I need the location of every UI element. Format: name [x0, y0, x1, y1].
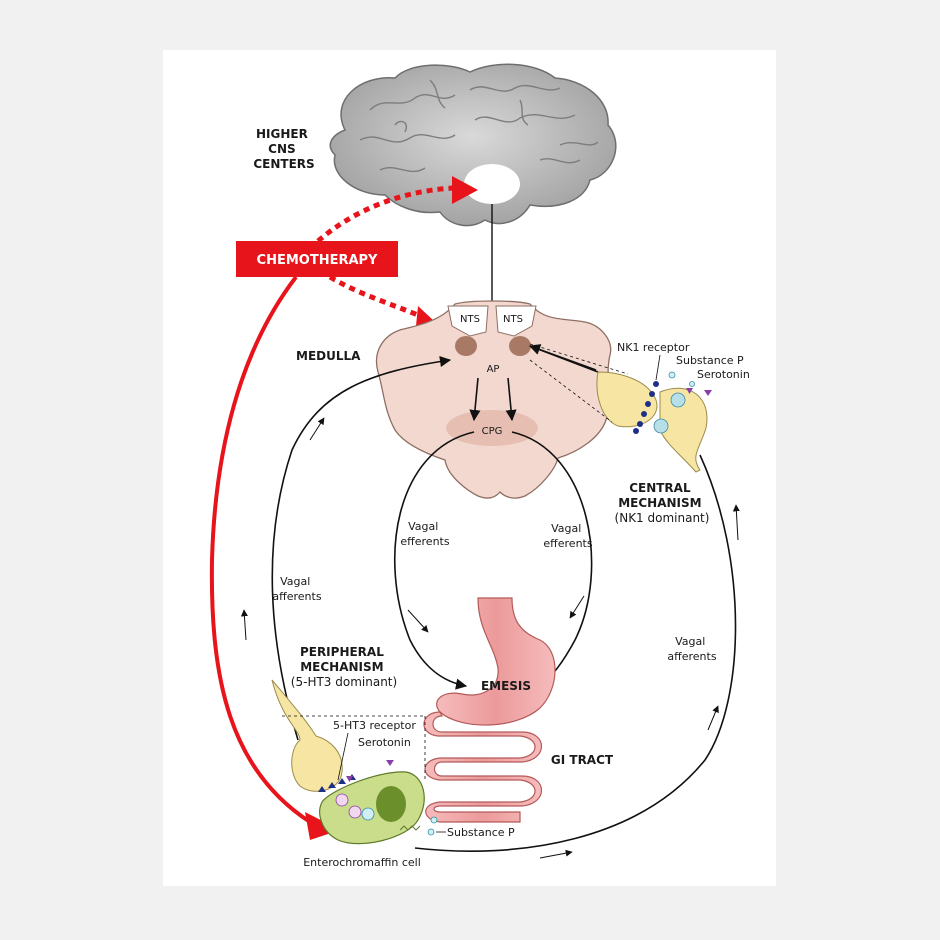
vagal-afferents-left-label: Vagal afferents	[272, 575, 321, 603]
ap-to-cpg-arrow-left	[469, 377, 481, 422]
serotonin-bottom-molecule	[386, 760, 394, 766]
ap-to-cpg-arrow-right	[505, 377, 517, 422]
enterochromaffin-cell	[319, 771, 425, 845]
nts-right-label: NTS	[503, 314, 523, 325]
cpg-label: CPG	[482, 426, 503, 437]
serotonin-bottom-label: Serotonin	[358, 736, 411, 749]
brain	[329, 63, 617, 227]
small-intestine	[423, 711, 542, 823]
central-neuron	[529, 345, 708, 473]
nucleus-right	[509, 336, 531, 356]
vagal-efferent-left-path	[394, 431, 475, 690]
substance-p-bottom-label: Substance P	[447, 826, 515, 839]
serotonin-top-label: Serotonin	[697, 368, 750, 381]
chemo-to-brain-arrowhead	[452, 176, 478, 204]
nk1-guide-line-bottom	[529, 359, 613, 423]
chemo-to-ec-cell-arrow	[209, 275, 312, 824]
medulla	[375, 300, 612, 499]
vagal-afferent-right-path	[414, 454, 737, 852]
substance-p-bottom-molecule-2	[427, 828, 435, 836]
nucleus-left	[455, 336, 477, 356]
ap-label: AP	[487, 364, 500, 375]
substance-p-top-label: Substance P	[676, 354, 744, 367]
5ht3-receptor-label: 5-HT3 receptor	[333, 719, 416, 732]
afferent-right-direction-top	[732, 504, 740, 541]
emesis-label: EMESIS	[481, 679, 531, 693]
afferent-left-direction-low	[240, 609, 248, 641]
chemo-to-brain-arrow	[316, 185, 456, 243]
nk1-pointer	[655, 354, 661, 381]
substance-p-bottom-molecule	[430, 816, 438, 824]
5ht3-pointer	[337, 732, 349, 781]
chemo-to-ec-cell-arrowhead	[305, 812, 340, 840]
afferent-right-direction-bottom	[539, 849, 573, 859]
medulla-label: MEDULLA	[296, 349, 361, 363]
nk1-receptor-label: NK1 receptor	[617, 341, 690, 354]
efferent-left-direction	[407, 609, 429, 633]
vagal-afferents-right-label: Vagal afferents	[667, 635, 716, 663]
stomach	[436, 597, 556, 726]
nts-left-label: NTS	[460, 314, 480, 325]
chemotherapy-box	[236, 241, 398, 277]
vagal-afferent-left-path	[271, 355, 452, 741]
vagal-efferents-right-label: Vagal efferents	[543, 522, 592, 550]
brain-target-area	[464, 164, 520, 204]
chemo-to-medulla-arrow	[328, 274, 426, 321]
nk1-guide-line-top	[529, 343, 629, 375]
peripheral-mechanism-label: PERIPHERAL MECHANISM (5-HT3 dominant)	[291, 645, 397, 689]
afferent-right-direction-mid	[707, 705, 719, 731]
central-mechanism-label: CENTRAL MECHANISM (NK1 dominant)	[615, 481, 710, 525]
efferent-right-direction	[569, 595, 585, 619]
gi-tract-label: GI TRACT	[551, 753, 614, 767]
higher-cns-label: HIGHER CNS CENTERS	[253, 127, 314, 171]
substance-p-top-molecule-2	[689, 381, 695, 387]
chemotherapy-label: CHEMOTHERAPY	[257, 253, 379, 268]
serotonin-top-molecule-2	[686, 388, 693, 394]
serotonin-bottom-molecule-2	[346, 776, 353, 782]
enterochromaffin-label: Enterochromaffin cell	[303, 856, 421, 869]
vagal-efferents-left-label: Vagal efferents	[400, 520, 449, 548]
neuron-to-nts-arrow	[528, 344, 597, 371]
serotonin-top-molecule	[704, 390, 712, 396]
substance-p-top-molecule	[668, 371, 676, 379]
afferent-left-direction-high	[309, 417, 325, 441]
